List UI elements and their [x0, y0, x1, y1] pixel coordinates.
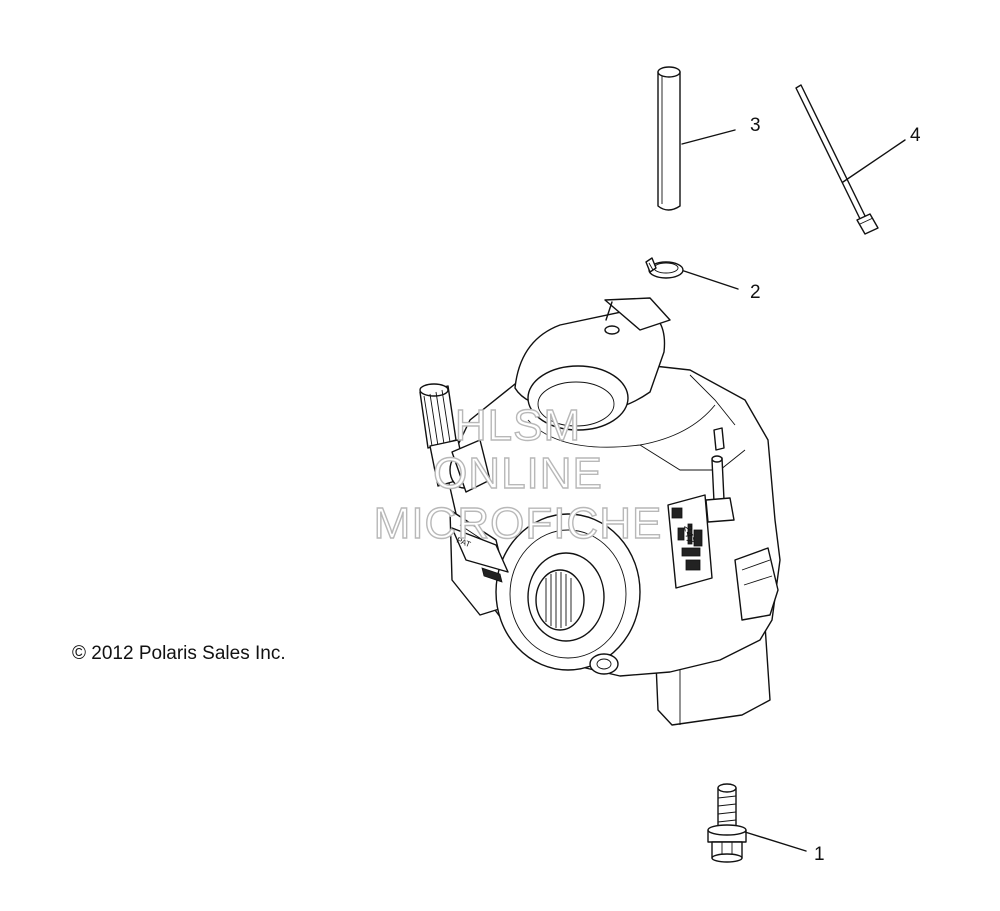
leader-line-2 [683, 270, 739, 290]
watermark: HLSM ONLINE MICROFICHE [373, 400, 663, 548]
part-4-rod [795, 84, 879, 235]
svg-text:247: 247 [681, 524, 696, 544]
gearcase-assembly: 247 PAT [419, 297, 781, 726]
output-spline [545, 572, 572, 628]
leader-line-4 [842, 139, 906, 183]
part-1-flange-bolt [707, 783, 747, 863]
part-2-clamp [645, 257, 684, 279]
watermark-line-1: HLSM [455, 401, 581, 450]
input-shaft [419, 383, 491, 493]
callout-4: 4 [910, 125, 921, 146]
watermark-line-3: MICROFICHE [374, 499, 663, 548]
callout-2: 2 [750, 282, 761, 303]
part-3-vent-tube [657, 66, 681, 211]
callout-1: 1 [814, 844, 825, 865]
watermark-line-2: ONLINE [433, 449, 603, 498]
copyright-notice: © 2012 Polaris Sales Inc. [72, 643, 286, 664]
leader-line-3 [681, 129, 736, 145]
leader-line-1 [744, 831, 807, 852]
callout-3: 3 [750, 115, 761, 136]
